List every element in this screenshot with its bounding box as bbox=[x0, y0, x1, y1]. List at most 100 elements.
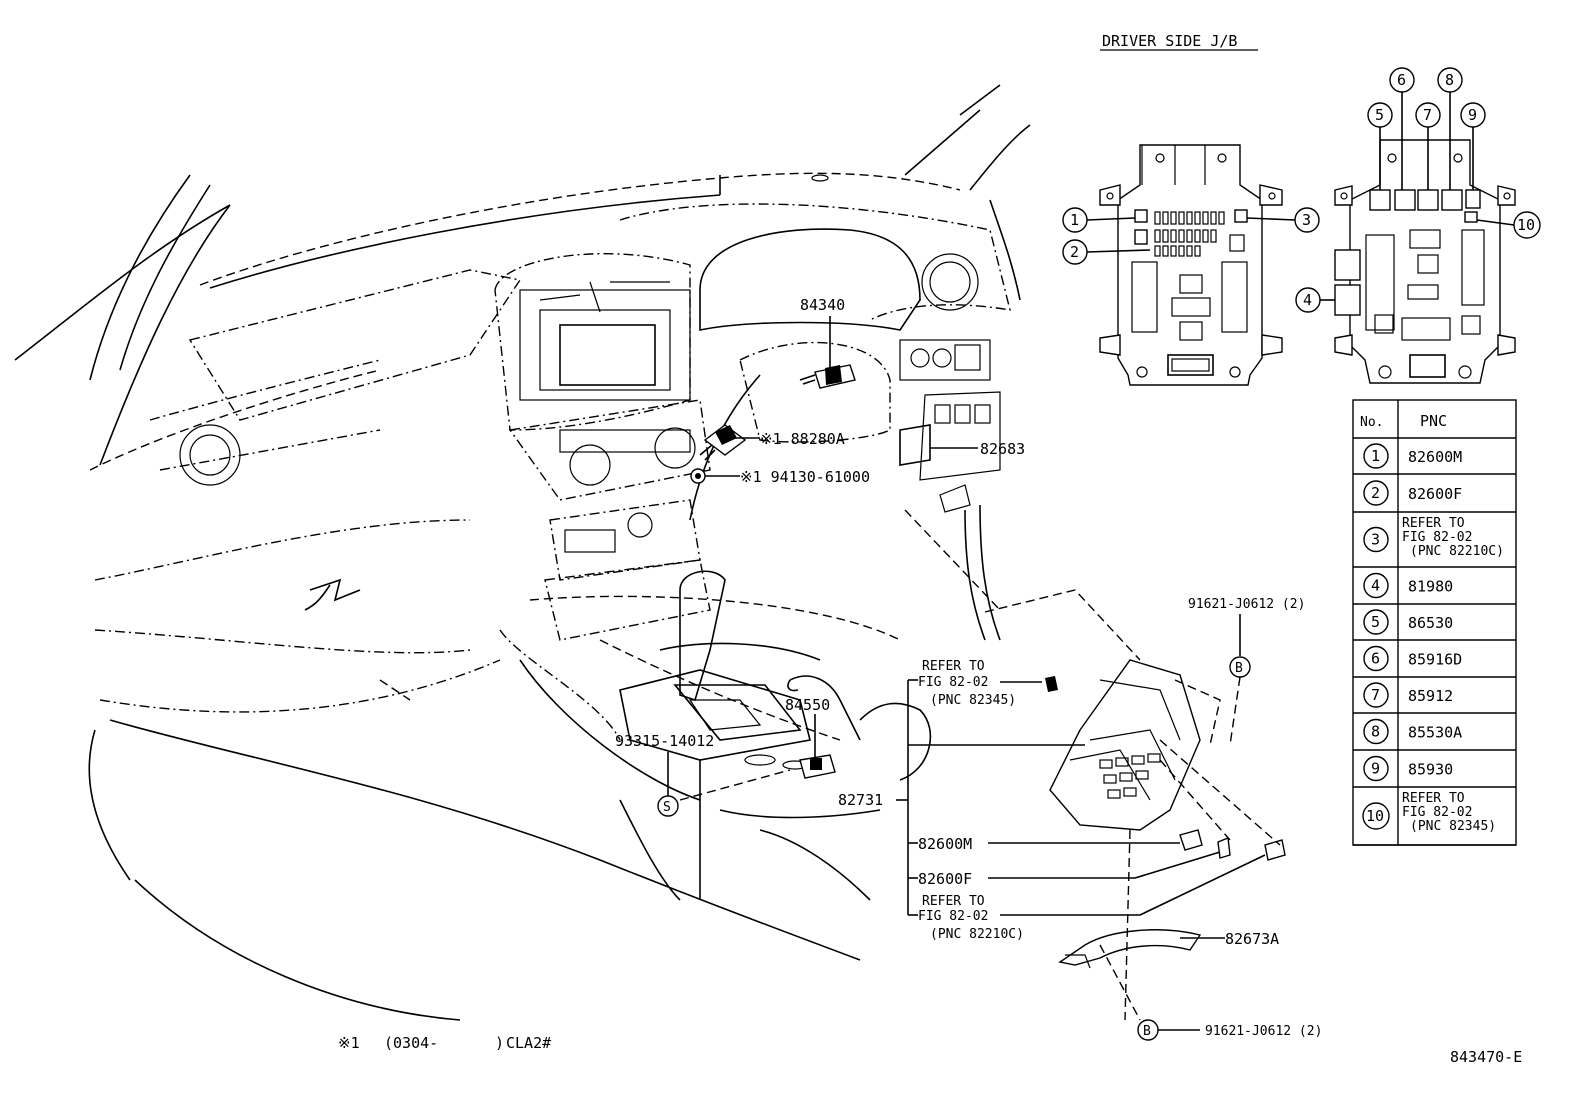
assembly-leader-lines bbox=[679, 589, 1281, 1021]
connector-82600f-shape bbox=[1217, 837, 1231, 859]
callout-82600m: 82600M bbox=[908, 835, 1180, 853]
marker-b-bottom-text: B bbox=[1143, 1024, 1151, 1039]
footnote-range-start: (0304- bbox=[384, 1034, 438, 1052]
bulb-94130-shape bbox=[690, 468, 706, 484]
callout-82731: 82731 bbox=[838, 744, 1085, 809]
jb-callout-2: 2 bbox=[1062, 239, 1151, 265]
row-number-circle bbox=[1362, 802, 1390, 830]
ref-82210c-line1: REFER TO bbox=[922, 894, 985, 909]
jb-callout-10-text: 10 bbox=[1517, 216, 1535, 234]
jb-callout-8: 8 bbox=[1437, 67, 1463, 190]
diagram-id: 843470-E bbox=[1450, 1048, 1522, 1066]
jb-callout-10: 10 bbox=[1476, 211, 1541, 239]
jb-callout-8-text: 8 bbox=[1445, 71, 1454, 89]
callout-84550-text: 84550 bbox=[785, 696, 830, 714]
marker-s-text: S bbox=[663, 800, 671, 815]
row-number-circle bbox=[1363, 645, 1389, 672]
diagram-title: DRIVER SIDE J/B bbox=[1100, 32, 1258, 51]
connector-82210c-shape bbox=[1264, 839, 1286, 861]
callout-ref-82345: REFER TO FIG 82-02 (PNC 82345) bbox=[918, 659, 1042, 708]
callout-82673a: 82673A bbox=[1180, 930, 1279, 948]
row-number: 7 bbox=[1371, 686, 1380, 704]
callout-82683-text: 82683 bbox=[980, 440, 1025, 458]
ref-82345-line3: (PNC 82345) bbox=[930, 693, 1016, 708]
row-number: 8 bbox=[1371, 723, 1380, 741]
jb-callout-1: 1 bbox=[1062, 207, 1136, 233]
jb-callout-4: 4 bbox=[1295, 287, 1335, 313]
row-number-circle bbox=[1363, 526, 1389, 553]
callout-93315: 93315-14012 S bbox=[615, 732, 714, 817]
jb-callout-5: 5 bbox=[1367, 102, 1393, 190]
callout-88280a-text: ※1 88280A bbox=[760, 430, 845, 448]
row-pnc-line: REFER TO bbox=[1402, 516, 1465, 531]
switch-84340-shape bbox=[799, 364, 856, 389]
row-pnc: 85530A bbox=[1408, 724, 1462, 742]
table-row: 9 85930 bbox=[1353, 755, 1516, 788]
ref-82345-line1: REFER TO bbox=[922, 659, 985, 674]
row-number-circle bbox=[1363, 755, 1389, 782]
row-pnc-line: (PNC 82345) bbox=[1410, 819, 1496, 834]
callout-93315-text: 93315-14012 bbox=[615, 732, 714, 750]
footnote-mark: ※1 bbox=[338, 1034, 360, 1052]
jb-callout-6-text: 6 bbox=[1397, 71, 1406, 89]
callout-91621-bottom: B 91621-J0612 (2) bbox=[1137, 1019, 1322, 1041]
row-number-circle bbox=[1363, 718, 1389, 745]
row-number: 2 bbox=[1371, 484, 1380, 502]
row-number-circle bbox=[1363, 609, 1389, 635]
jb-callout-7: 7 bbox=[1415, 102, 1441, 190]
row-pnc: 85930 bbox=[1408, 761, 1453, 779]
row-number: 9 bbox=[1371, 760, 1380, 778]
callout-84550: 84550 bbox=[785, 696, 830, 757]
marker-b-top bbox=[1229, 656, 1251, 678]
callout-ref-82210c: REFER TO FIG 82-02 (PNC 82210C) bbox=[918, 854, 1266, 942]
table-row: 8 85530A bbox=[1353, 718, 1516, 751]
callout-82600f-text: 82600F bbox=[918, 870, 972, 888]
callout-82683: 82683 bbox=[930, 440, 1025, 458]
row-pnc: 85916D bbox=[1408, 651, 1462, 669]
row-number: 4 bbox=[1371, 577, 1380, 595]
junction-block-82731 bbox=[1045, 659, 1201, 831]
row-number: 10 bbox=[1366, 807, 1384, 825]
marker-s bbox=[657, 795, 679, 817]
callout-91621-top: 91621-J0612 (2) B bbox=[1188, 597, 1305, 678]
jb-callout-6: 6 bbox=[1389, 67, 1415, 190]
row-number: 3 bbox=[1371, 531, 1380, 549]
row-pnc: 82600F bbox=[1408, 485, 1462, 503]
row-number: 1 bbox=[1371, 447, 1380, 465]
callout-91621-bottom-text: 91621-J0612 (2) bbox=[1205, 1024, 1322, 1039]
table-header-pnc: PNC bbox=[1420, 412, 1447, 430]
row-number-circle bbox=[1363, 480, 1389, 506]
row-pnc: 82600M bbox=[1408, 448, 1462, 466]
jb-front-view bbox=[1099, 144, 1283, 386]
dashboard-illustration bbox=[14, 84, 1031, 1021]
footnote-model: CLA2# bbox=[506, 1034, 551, 1052]
jb-callout-2-text: 2 bbox=[1070, 243, 1079, 261]
bracket-82673a-shape bbox=[1058, 929, 1202, 969]
row-pnc-line: FIG 82-02 bbox=[1402, 530, 1472, 545]
ref-82210c-line3: (PNC 82210C) bbox=[930, 927, 1024, 942]
jb-callout-5-text: 5 bbox=[1375, 106, 1384, 124]
callout-82673a-text: 82673A bbox=[1225, 930, 1279, 948]
callout-82600f: 82600F bbox=[908, 851, 1221, 888]
jb-callout-1-text: 1 bbox=[1070, 211, 1079, 229]
callout-88280a: ※1 88280A bbox=[730, 430, 845, 448]
jb-callout-9-text: 9 bbox=[1468, 106, 1477, 124]
ref-82210c-line2: FIG 82-02 bbox=[918, 909, 988, 924]
row-pnc-line: FIG 82-02 bbox=[1402, 805, 1472, 820]
callout-91621-top-text: 91621-J0612 (2) bbox=[1188, 597, 1305, 612]
jb-callout-3-text: 3 bbox=[1302, 211, 1311, 229]
connector-82600m-shape bbox=[1179, 829, 1203, 851]
footnote-range-end: ) bbox=[495, 1034, 504, 1052]
jb-rear-view bbox=[1334, 139, 1516, 384]
jb-callout-7-text: 7 bbox=[1423, 106, 1432, 124]
switch-84550-shape bbox=[799, 754, 836, 779]
title-text: DRIVER SIDE J/B bbox=[1102, 32, 1237, 50]
